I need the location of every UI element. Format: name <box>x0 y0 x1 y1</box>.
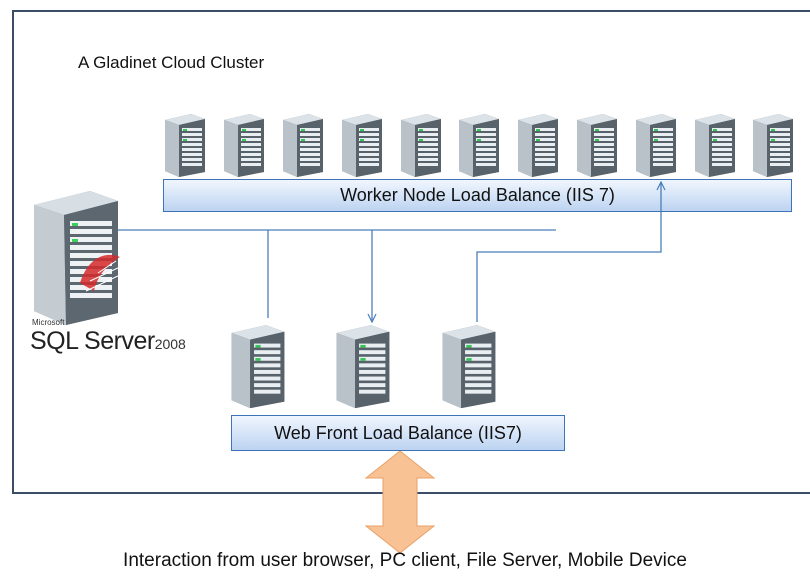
sql-server-logo: Microsoft SQL Server2008 <box>30 318 186 356</box>
sql-product-label: SQL Server <box>30 327 155 355</box>
sql-server-machine <box>34 191 121 325</box>
sql-version-label: 2008 <box>154 336 186 352</box>
web-front-server-2 <box>334 322 392 410</box>
worker-load-balancer-label: Worker Node Load Balance (IIS 7) <box>340 185 615 205</box>
web-front-server-3 <box>440 322 498 410</box>
interaction-arrow <box>364 450 436 554</box>
diagram-title: A Gladinet Cloud Cluster <box>78 53 265 72</box>
worker-load-balancer: Worker Node Load Balance (IIS 7) <box>163 179 792 212</box>
sql-vendor-label: Microsoft <box>32 318 65 327</box>
web-front-server-1 <box>229 322 287 410</box>
connector-sql-link <box>110 229 556 247</box>
web-front-load-balancer: Web Front Load Balance (IIS7) <box>231 415 565 451</box>
connector-web-right <box>476 182 661 322</box>
interaction-caption: Interaction from user browser, PC client… <box>123 550 687 571</box>
web-front-load-balancer-label: Web Front Load Balance (IIS7) <box>274 422 522 443</box>
